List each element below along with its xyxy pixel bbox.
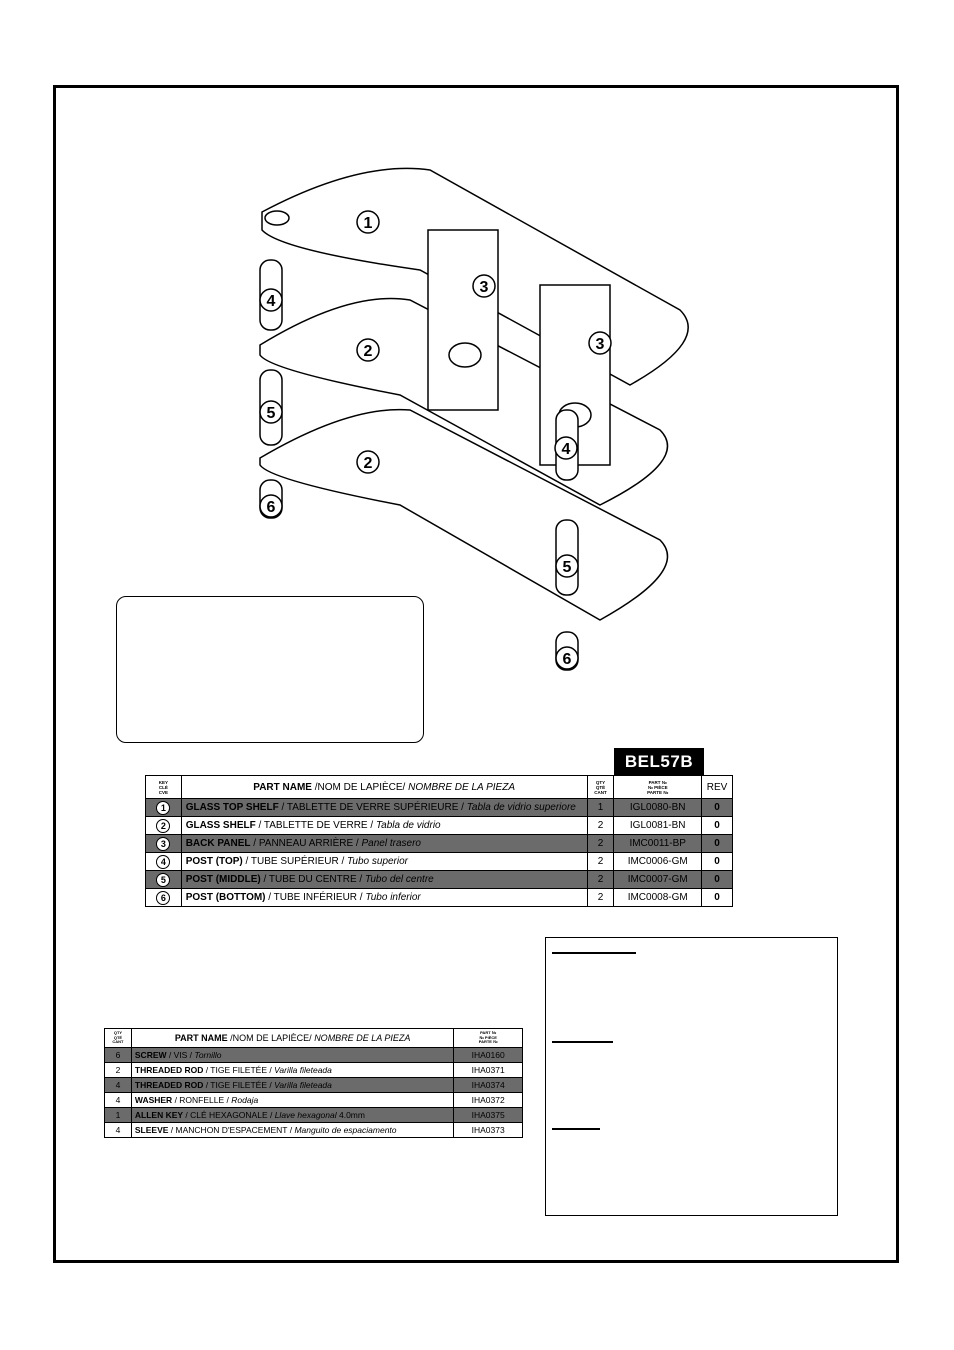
diagram-label-2a: 2 — [364, 343, 373, 360]
part-name-cell: POST (TOP) / TUBE SUPÉRIEUR / Tubo super… — [180, 852, 588, 871]
key-cell: 4 — [145, 852, 182, 871]
qty-cell: 2 — [586, 834, 615, 853]
hw-qty-cell: 6 — [104, 1047, 132, 1063]
part-name-header: PART NAME /NOM DE LAPIÈCE/ NOMBRE DE LA … — [180, 775, 588, 799]
diagram-label-4b: 4 — [562, 441, 571, 458]
hw-part-name-cell: WASHER / RONFELLE / Rodaja — [130, 1092, 455, 1108]
key-circle: 6 — [156, 890, 171, 905]
qty-cell: 2 — [586, 870, 615, 889]
model-tag: BEL57B — [614, 748, 704, 775]
diagram-label-3a: 3 — [480, 279, 489, 296]
rev-cell: 0 — [701, 870, 733, 889]
hw-part-no-cell: IHA0375 — [453, 1107, 523, 1123]
hw-part-no-cell: IHA0374 — [453, 1077, 523, 1093]
hw-part-name-cell: ALLEN KEY / CLÉ HEXAGONALE / Llave hexag… — [130, 1107, 455, 1123]
part-no-cell: IGL0080-BN — [613, 798, 702, 817]
rev-header: REV — [701, 775, 733, 799]
hw-part-name-header: PART NAME /NOM DE LAPIÈCE/ NOMBRE DE LA … — [130, 1028, 455, 1048]
diagram-label-6b: 6 — [563, 651, 572, 668]
rev-cell: 0 — [701, 816, 733, 835]
hw-qty-cell: 4 — [104, 1092, 132, 1108]
diagram-label-5a: 5 — [267, 405, 276, 422]
qty-cell: 2 — [586, 816, 615, 835]
key-circle: 5 — [156, 872, 171, 887]
diagram-label-2b: 2 — [364, 455, 373, 472]
rev-cell: 0 — [701, 834, 733, 853]
rev-cell: 0 — [701, 798, 733, 817]
table-row: 5 POST (MIDDLE) / TUBE DU CENTRE / Tubo d… — [145, 870, 733, 889]
qty-cell: 2 — [586, 852, 615, 871]
part-no-cell: IMC0011-BP — [613, 834, 702, 853]
hw-qty-cell: 4 — [104, 1077, 132, 1093]
hw-part-no-cell: IHA0373 — [453, 1122, 523, 1138]
part-name-cell: GLASS TOP SHELF / TABLETTE DE VERRE SUPÉ… — [180, 798, 588, 817]
rev-cell: 0 — [701, 888, 733, 907]
hw-part-name-cell: THREADED ROD / TIGE FILETÉE / Varilla fi… — [130, 1077, 455, 1093]
note-box — [116, 596, 424, 743]
hw-qty-cell: 2 — [104, 1062, 132, 1078]
key-cell: 1 — [145, 798, 182, 817]
part-name-cell: GLASS SHELF / TABLETTE DE VERRE / Tabla … — [180, 816, 588, 835]
diagram-label-1: 1 — [364, 215, 373, 232]
hw-part-name-cell: SLEEVE / MANCHON D'ESPACEMENT / Manguito… — [130, 1122, 455, 1138]
part-name-cell: POST (MIDDLE) / TUBE DU CENTRE / Tubo de… — [180, 870, 588, 889]
hw-part-no-cell: IHA0160 — [453, 1047, 523, 1063]
hw-part-name-cell: THREADED ROD / TIGE FILETÉE / Varilla fi… — [130, 1062, 455, 1078]
hw-qty-cell: 4 — [104, 1122, 132, 1138]
key-circle: 1 — [156, 800, 171, 815]
key-cell: 2 — [145, 816, 182, 835]
page-frame — [53, 85, 899, 1263]
hw-part-no-cell: IHA0372 — [453, 1092, 523, 1108]
assembly-diagram: 1 2 2 3 3 4 4 5 5 6 6 — [259, 167, 689, 671]
info-heading-2-underline — [552, 1041, 613, 1043]
info-heading-1-underline — [552, 952, 636, 954]
qty-cell: 1 — [586, 798, 615, 817]
part-no-cell: IMC0007-GM — [613, 870, 702, 889]
part-no-cell: IMC0006-GM — [613, 852, 702, 871]
hw-part-no-cell: IHA0371 — [453, 1062, 523, 1078]
key-circle: 4 — [156, 854, 171, 869]
key-cell: 6 — [145, 888, 182, 907]
part-no-cell: IMC0008-GM — [613, 888, 702, 907]
key-circle: 3 — [156, 836, 171, 851]
table-row: 3 BACK PANEL / PANNEAU ARRIÈRE / Panel tr… — [145, 834, 733, 853]
key-cell: 3 — [145, 834, 182, 853]
hw-part-name-cell: SCREW / VIS / Tornillo — [130, 1047, 455, 1063]
table-row: 4 POST (TOP) / TUBE SUPÉRIEUR / Tubo supe… — [145, 852, 733, 871]
diagram-label-6a: 6 — [267, 499, 276, 516]
diagram-label-3b: 3 — [596, 336, 605, 353]
diagram-label-4a: 4 — [267, 293, 276, 310]
rev-cell: 0 — [701, 852, 733, 871]
part-no-cell: IGL0081-BN — [613, 816, 702, 835]
info-box — [545, 937, 838, 1216]
table-row: 6 POST (BOTTOM) / TUBE INFÉRIEUR / Tubo i… — [145, 888, 733, 907]
key-cell: 5 — [145, 870, 182, 889]
diagram-label-5b: 5 — [563, 559, 572, 576]
info-heading-3-underline — [552, 1128, 600, 1130]
part-name-cell: POST (BOTTOM) / TUBE INFÉRIEUR / Tubo in… — [180, 888, 588, 907]
hw-qty-cell: 1 — [104, 1107, 132, 1123]
part-name-cell: BACK PANEL / PANNEAU ARRIÈRE / Panel tra… — [180, 834, 588, 853]
key-circle: 2 — [156, 818, 171, 833]
qty-cell: 2 — [586, 888, 615, 907]
